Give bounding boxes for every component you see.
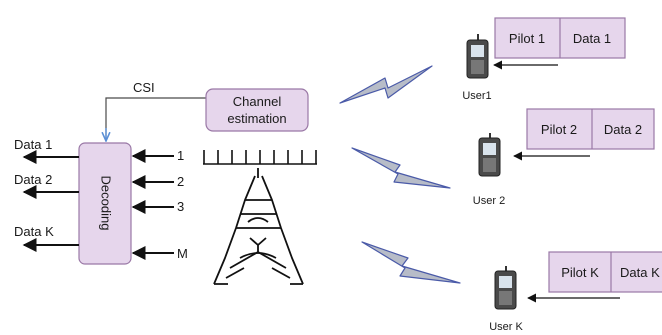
decoding-box — [78, 142, 132, 265]
antenna-input-arrows — [131, 149, 174, 260]
user-1-label: User1 — [462, 90, 491, 102]
antenna-input-m: M — [177, 246, 188, 261]
channel-estimation-line2: estimation — [227, 111, 286, 126]
output-label-k: Data K — [14, 224, 54, 239]
output-arrows — [22, 150, 79, 252]
wireless-link-k-icon — [361, 241, 461, 284]
user-2-label: User 2 — [473, 195, 505, 207]
base-station-tower-icon — [213, 168, 304, 285]
user-k-data: Data K — [620, 265, 660, 280]
user-1-pilot: Pilot 1 — [509, 31, 545, 46]
csi-label: CSI — [133, 80, 155, 95]
user-1-group: User1 Pilot 1 Data 1 — [462, 17, 626, 102]
antenna-input-2: 2 — [177, 174, 184, 189]
user-1-data: Data 1 — [573, 31, 611, 46]
user-2-group: User 2 Pilot 2 Data 2 — [473, 108, 655, 207]
mobile-phone-icon — [478, 133, 501, 177]
mobile-phone-icon — [494, 266, 517, 310]
decoding-block: Decoding — [78, 142, 132, 265]
mobile-phone-icon — [466, 34, 489, 79]
antenna-input-1: 1 — [177, 148, 184, 163]
user-k-group: User K Pilot K Data K — [489, 251, 662, 333]
output-label-1: Data 1 — [14, 137, 52, 152]
antenna-array-icon — [203, 150, 317, 165]
wireless-link-1-icon — [339, 65, 433, 104]
antenna-input-3: 3 — [177, 199, 184, 214]
user-2-pilot: Pilot 2 — [541, 122, 577, 137]
user-k-frame — [548, 251, 662, 293]
user-2-frame — [526, 108, 655, 150]
user-2-data: Data 2 — [604, 122, 642, 137]
csi-feedback-path — [106, 97, 206, 141]
user-k-pilot: Pilot K — [561, 265, 599, 280]
channel-estimation-block: Channel estimation — [205, 88, 309, 132]
channel-estimation-line1: Channel — [233, 94, 282, 109]
decoding-label: Decoding — [99, 176, 114, 231]
output-label-2: Data 2 — [14, 172, 52, 187]
channel-estimation-box — [205, 88, 309, 132]
user-k-label: User K — [489, 321, 523, 333]
wireless-link-2-icon — [351, 147, 451, 189]
